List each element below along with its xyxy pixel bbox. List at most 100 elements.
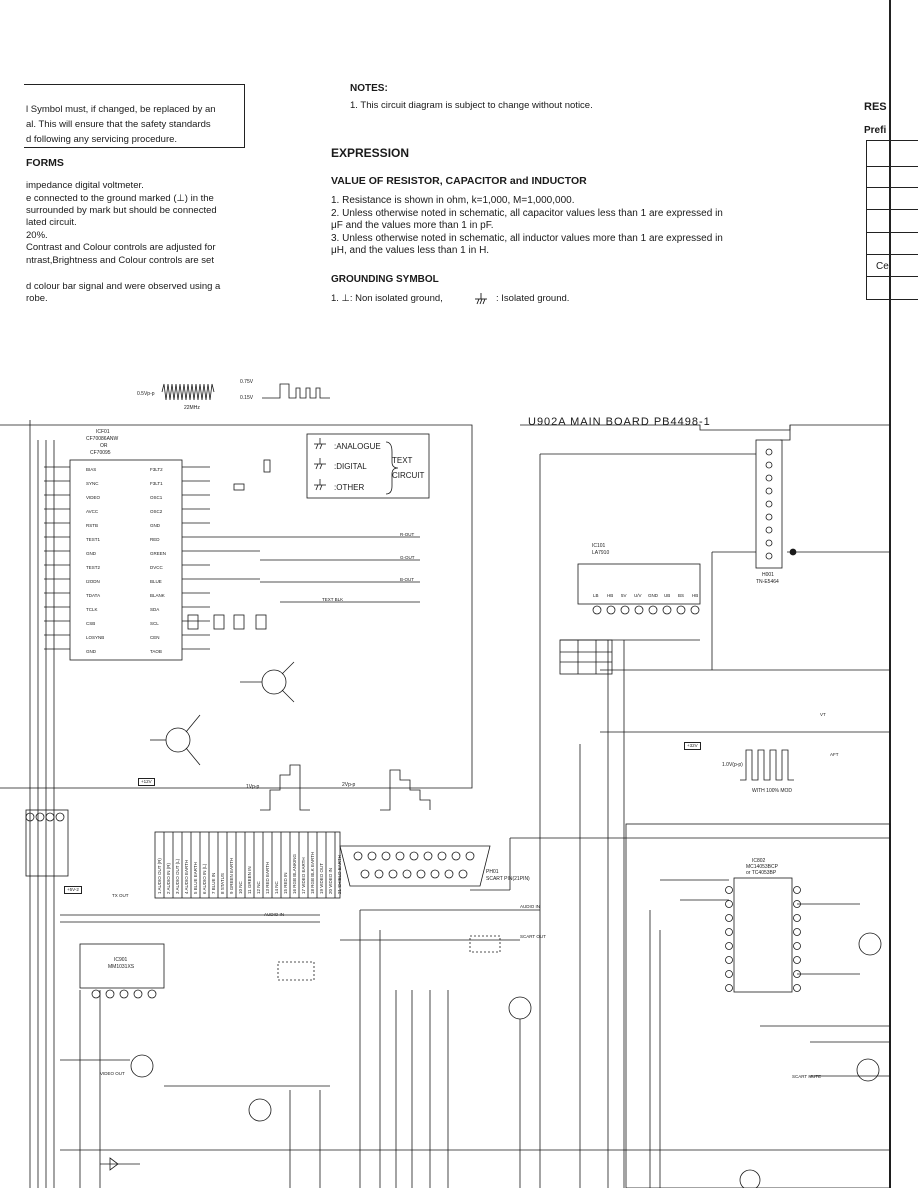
notes-item-1: 1. This circuit diagram is subject to ch… (350, 100, 593, 111)
teletext-ic-part: CF70086ANW (86, 436, 119, 442)
scart-desc: SCART PIN(21PIN) (486, 876, 530, 882)
right-table-row-line (866, 166, 918, 167)
teletext-ic-or: OR (100, 443, 108, 449)
teletext-pin-f3lt2: F3LT2 (150, 467, 163, 472)
expression-item-3: 3. Unless otherwise noted in schematic, … (331, 233, 723, 244)
forms-line-9: d colour bar signal and were observed us… (26, 281, 221, 292)
teletext-pin-dvcc: DVCC (150, 565, 163, 570)
scart-pin-9: 9 GREEN EARTH (229, 857, 234, 894)
ground-legend-digital: :DIGITAL (334, 462, 367, 471)
teletext-pin-tclk: TCLK (86, 607, 98, 612)
expression-heading: EXPRESSION (331, 146, 410, 160)
label-tx-out: TX OUT (112, 893, 129, 898)
teletext-pin-f3lt1: F3LT1 (150, 481, 163, 486)
ic901-body (79, 943, 165, 989)
scart-pin-8: 8 STATUS (220, 873, 225, 894)
teletext-pin-rstb: RSTB (86, 523, 99, 528)
ic101-pin-hb2: HB (692, 593, 699, 598)
grounding-item-a: 1. ⊥: Non isolated ground, (331, 293, 443, 304)
grounding-item-b: : Isolated ground. (496, 293, 570, 304)
forms-line-3: surrounded by mark but should be connect… (26, 205, 217, 216)
teletext-ic-ref: ICF01 (96, 429, 110, 435)
right-table-row-line (866, 254, 918, 255)
ic101-ref: IC101 (592, 543, 606, 549)
teletext-left-pins (44, 466, 70, 650)
forms-line-2: e connected to the ground marked (⊥) in … (26, 193, 214, 204)
forms-line-10: robe. (26, 293, 48, 304)
scart-pin-13: 13 RED EARTH (265, 861, 270, 894)
label-scart-mute: SCART MUTE (792, 1074, 822, 1079)
label-1vpp: 1Vp-p (246, 784, 260, 790)
teletext-pin-gnd: GND (86, 551, 96, 556)
scart-pin-2: 2 AUDIO IN (R) (166, 862, 171, 894)
label-vt: VT (820, 712, 826, 717)
waveform-staircase-2 (380, 769, 431, 811)
waveform-staircase-1 (260, 764, 310, 811)
scart-connector-outline (339, 845, 491, 887)
waveform-sine-amp: 0.5Vp-p (137, 391, 155, 397)
ic802-alt: or TC4053BP (746, 870, 777, 876)
teletext-pin-i2odn: I2ODN (86, 579, 100, 584)
notes-heading: NOTES: (350, 83, 388, 94)
ic901-ref: IC901 (114, 957, 128, 963)
teletext-pin-blank: BLANK (150, 593, 165, 598)
scart-pin-17: 17 VIDEO EARTH (301, 857, 306, 894)
expression-item-3b: μH, and the values less than 1 in H. (331, 245, 490, 256)
label-with-mod: WITH 100% MOD (752, 788, 793, 794)
ic101-pin-lb: LB (593, 593, 599, 598)
waveform-sine-freq: 22MHz (184, 405, 200, 411)
scart-pin-14: 14 NC (274, 881, 279, 894)
teletext-pin-gnd2: GND (86, 649, 96, 654)
output-b: B-OUT (400, 577, 414, 582)
tuner-part: TN-E5464 (756, 579, 779, 585)
res-heading: RES (864, 101, 887, 113)
waveform-pulse-high: 0.75V (240, 379, 254, 385)
label-wave-1v: 1.0V(p-p) (722, 762, 743, 768)
teletext-pin-green: GREEN (150, 551, 167, 556)
scart-pin-label-box (154, 831, 341, 899)
teletext-section-border (0, 424, 473, 789)
scart-pin-labels: 1 AUDIO OUT (R) 2 AUDIO IN (R) 3 AUDIO O… (155, 832, 342, 898)
teletext-ic-alt: CF70095 (90, 450, 111, 456)
ground-legend-text: TEXT (392, 456, 413, 465)
main-board-border (520, 424, 890, 431)
expression-item-2: 2. Unless otherwise noted in schematic, … (331, 208, 723, 219)
right-table-row-line (866, 209, 918, 210)
ic101-part: LA7910 (592, 550, 610, 556)
teletext-pin-gnd-r: GND (150, 523, 160, 528)
label-scart-out: SCART OUT (520, 934, 546, 939)
ic101-pin-ub: UB (664, 593, 671, 598)
teletext-pin-cen: CEN (150, 635, 160, 640)
forms-line-5: 20%. (26, 230, 48, 241)
safety-line-3: d following any servicing procedure. (26, 134, 178, 145)
waveform-pulse-top (262, 383, 330, 399)
teletext-pin-test2: TEST2 (86, 565, 101, 570)
ground-legend-analogue: :ANALOGUE (334, 442, 381, 451)
schematic-diagram (0, 383, 891, 1188)
teletext-pin-csb: CSB (86, 621, 96, 626)
label-audio-in-2: AUDIO IN (520, 904, 541, 909)
safety-line-2: al. This will ensure that the safety sta… (26, 119, 211, 130)
scart-pin-6: 6 AUDIO IN (L) (202, 863, 207, 894)
output-r: R-OUT (400, 532, 415, 537)
scart-pin-3: 3 AUDIO OUT (L) (175, 858, 180, 894)
teletext-pin-test1: TEST1 (86, 537, 101, 542)
scart-pin-16: 16 RGB BLANKING (292, 853, 297, 894)
teletext-pin-osc1: OSC1 (150, 495, 163, 500)
waveform-aft-mod (740, 749, 794, 781)
teletext-pin-bias: BIAS (86, 467, 97, 472)
waveform-sine-22mhz (161, 383, 215, 401)
ic802-ref: IC802 (752, 858, 766, 864)
board-label: U902A MAIN BOARD PB4498-1 (528, 416, 711, 428)
teletext-pin-sda: SDA (150, 607, 160, 612)
scart-pin-7: 7 BLUE IN (211, 872, 216, 894)
forms-line-7: ntrast,Brightness and Colour controls ar… (26, 255, 214, 266)
ic101-pin-5v: 5V (621, 593, 627, 598)
teletext-ic-body (69, 459, 183, 661)
label-plus32v: +32V (684, 742, 701, 750)
teletext-pin-blue: BLUE (150, 579, 162, 584)
teletext-pin-osc2: OSC2 (150, 509, 163, 514)
forms-line-4: lated circuit. (26, 217, 77, 228)
ground-legend-other: :OTHER (334, 483, 365, 492)
scart-pin-12: 12 NC (256, 881, 261, 894)
